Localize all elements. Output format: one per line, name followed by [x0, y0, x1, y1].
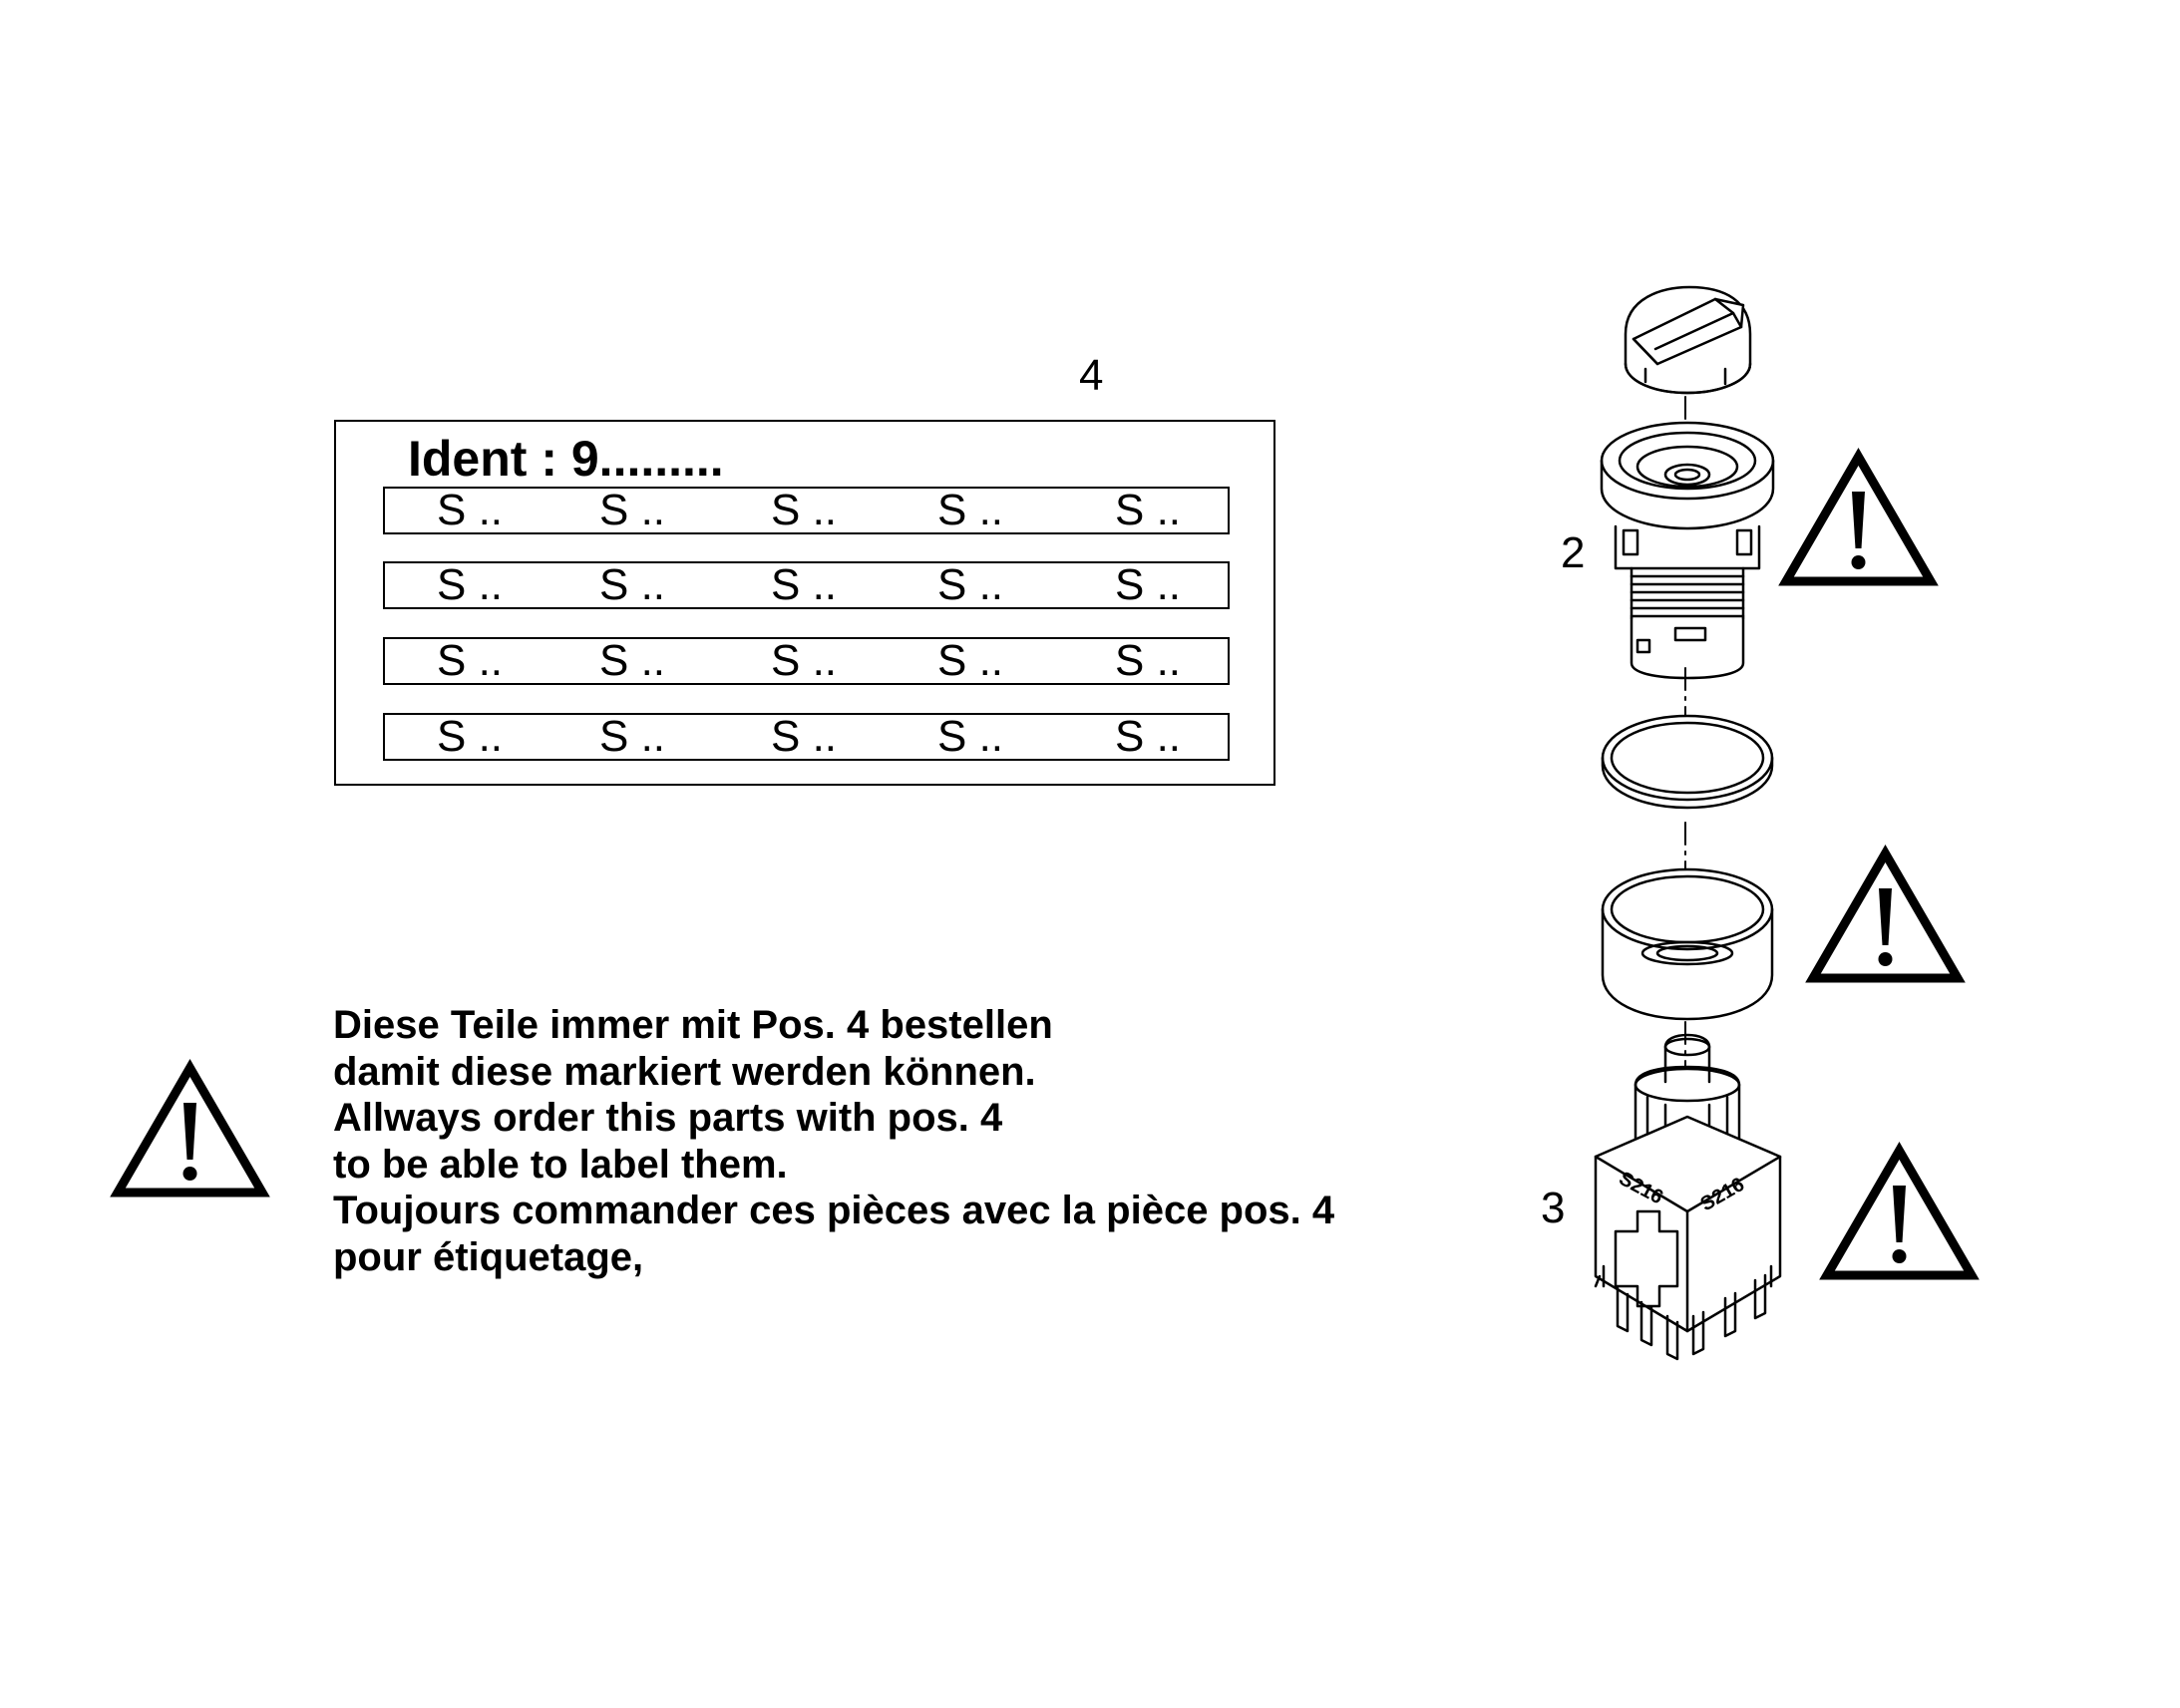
label-slot: S .. — [937, 712, 1004, 761]
label-slot: S .. — [937, 560, 1004, 609]
switch-contact-block — [1594, 1033, 1782, 1361]
exclamation-triangle-icon — [110, 1059, 270, 1197]
label-slot: S .. — [437, 560, 504, 609]
label-slot: S .. — [771, 636, 838, 685]
label-slot: S .. — [937, 486, 1004, 534]
label-slot: S .. — [437, 636, 504, 685]
note-line-en-1: Allways order this parts with pos. 4 — [333, 1096, 1003, 1140]
note-line-fr-2: pour étiquetage, — [333, 1234, 644, 1279]
label-slot: S .. — [437, 486, 504, 534]
note-line-de-1: Diese Teile immer mit Pos. 4 bestellen — [333, 1003, 1053, 1047]
label-sheet: Ident : 9......... S .. S .. S .. S .. S… — [334, 420, 1275, 786]
label-strip-3: S .. S .. S .. S .. S .. — [383, 637, 1230, 685]
label-slot: S .. — [1115, 636, 1182, 685]
label-slot: S .. — [1115, 560, 1182, 609]
position-label-4: 4 — [1079, 351, 1104, 400]
label-strip-4: S .. S .. S .. S .. S .. — [383, 713, 1230, 761]
exclamation-triangle-icon — [1805, 845, 1966, 983]
label-slot: S .. — [771, 712, 838, 761]
label-slot: S .. — [937, 636, 1004, 685]
exclamation-triangle-icon — [1819, 1142, 1980, 1280]
label-strip-1: S .. S .. S .. S .. S .. — [383, 487, 1230, 534]
exclamation-triangle-icon — [1778, 448, 1939, 586]
sealing-washer — [1601, 714, 1774, 810]
label-slot: S .. — [771, 560, 838, 609]
label-slot: S .. — [437, 712, 504, 761]
label-slot: S .. — [599, 486, 666, 534]
ordering-note: Diese Teile immer mit Pos. 4 bestellen d… — [333, 1002, 1334, 1280]
label-slot: S .. — [771, 486, 838, 534]
mounting-collar — [1601, 867, 1774, 1021]
note-line-en-2: to be able to label them. — [333, 1142, 788, 1187]
note-line-fr-1: Toujours commander ces pièces avec la pi… — [333, 1189, 1335, 1232]
label-slot: S .. — [599, 560, 666, 609]
label-slot: S .. — [599, 712, 666, 761]
position-label-2: 2 — [1561, 528, 1586, 577]
exploded-assembly-drawing: S216 S216 — [1594, 285, 1782, 1361]
label-slot: S .. — [1115, 486, 1182, 534]
rotary-knob-cap — [1624, 285, 1752, 395]
note-line-de-2: damit diese markiert werden können. — [333, 1049, 1036, 1094]
label-slot: S .. — [1115, 712, 1182, 761]
label-strip-2: S .. S .. S .. S .. S .. — [383, 561, 1230, 609]
ident-number: Ident : 9......... — [408, 431, 724, 487]
position-label-3: 3 — [1541, 1184, 1566, 1232]
label-slot: S .. — [599, 636, 666, 685]
bezel-housing — [1600, 421, 1775, 680]
